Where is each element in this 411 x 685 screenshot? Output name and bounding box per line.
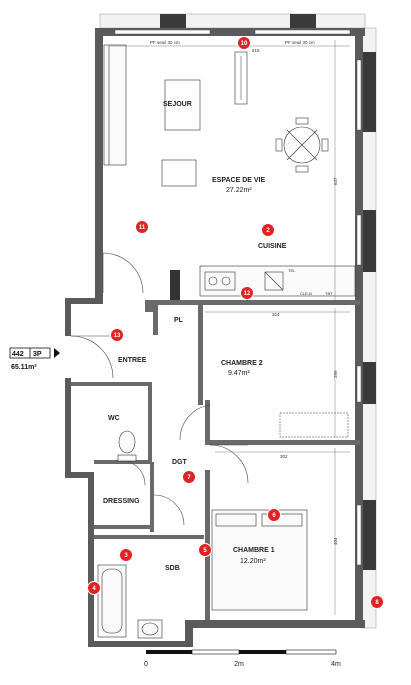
marker-number: 6 xyxy=(272,513,276,519)
kitchen-label-tel: TEL xyxy=(288,268,296,273)
marker-dot[interactable] xyxy=(135,220,149,234)
facade-block xyxy=(362,500,376,570)
markers: 10 11 2 12 13 7 6 3 5 4 8 xyxy=(87,36,384,609)
marker-number: 3 xyxy=(124,553,128,559)
bed-chambre-1 xyxy=(211,509,308,611)
scale-label-2m: 2m xyxy=(234,661,244,668)
room-label-dgt: DGT xyxy=(172,459,188,466)
marker[interactable]: 6 xyxy=(267,508,281,522)
marker-dot[interactable] xyxy=(261,223,275,237)
marker[interactable]: 3 xyxy=(119,548,133,562)
marker-number: 8 xyxy=(375,600,379,606)
room-label-chambre-2: CHAMBRE 2 xyxy=(221,360,263,367)
dining-table xyxy=(275,117,329,173)
marker[interactable]: 12 xyxy=(240,286,254,300)
dimension-mid-lower: 302 xyxy=(280,454,288,459)
wardrobe-chambre-2 xyxy=(279,412,349,438)
marker-dot[interactable] xyxy=(110,328,124,342)
room-label-cuisine: CUISINE xyxy=(258,243,287,250)
marker[interactable]: 4 xyxy=(87,581,101,595)
coffee-table xyxy=(164,79,201,131)
room-label-chambre-1: CHAMBRE 1 xyxy=(233,547,275,554)
room-area-chambre-1: 12.20m² xyxy=(240,558,266,565)
dimension-right-middle: 299 xyxy=(333,370,338,378)
marker-dot[interactable] xyxy=(267,508,281,522)
marker-dot[interactable] xyxy=(87,581,101,595)
marker[interactable]: 5 xyxy=(198,543,212,557)
washbasin xyxy=(137,619,163,639)
marker-number: 7 xyxy=(187,475,191,481)
dimension-top-width: 515 xyxy=(252,48,260,53)
room-label-sejour: SEJOUR xyxy=(163,101,192,108)
room-label-wc: WC xyxy=(108,415,120,422)
room-label-dressing: DRESSING xyxy=(103,498,140,505)
kitchen-label-code: CLE-B xyxy=(300,291,312,296)
window-top-right xyxy=(254,29,351,35)
marker-dot[interactable] xyxy=(370,595,384,609)
dimension-lines xyxy=(110,40,350,615)
facade-block xyxy=(160,14,186,28)
marker-number: 12 xyxy=(244,291,251,297)
marker[interactable]: 2 xyxy=(261,223,275,237)
window-sill-label-right: PF seuil 30 cm xyxy=(285,40,315,45)
marker-number: 2 xyxy=(266,228,270,234)
room-label-espace-de-vie: ESPACE DE VIE xyxy=(212,177,265,184)
room-label-pl: PL xyxy=(174,317,184,324)
marker-dot[interactable] xyxy=(240,286,254,300)
outer-walls xyxy=(65,28,365,647)
top-balcony xyxy=(99,13,366,29)
marker-number: 5 xyxy=(203,548,207,554)
scale-label-0: 0 xyxy=(144,661,148,668)
scale-label-4m: 4m xyxy=(331,661,341,668)
kitchen-label-code2: TBT xyxy=(325,291,333,296)
marker-number: 4 xyxy=(92,586,96,592)
toilet xyxy=(117,430,137,462)
fridge xyxy=(170,270,180,300)
facade-block xyxy=(290,14,316,28)
armchair xyxy=(161,159,197,187)
marker[interactable]: 10 xyxy=(237,36,251,50)
dimension-right-upper: 637 xyxy=(333,177,338,185)
scale-bar: 0 2m 4m xyxy=(144,649,341,668)
room-area-espace-de-vie: 27.22m² xyxy=(226,187,252,194)
bathtub xyxy=(97,564,127,638)
marker-number: 13 xyxy=(114,333,121,339)
window-right-4 xyxy=(356,504,362,566)
marker-number: 11 xyxy=(139,225,146,231)
facade-block xyxy=(362,362,376,404)
marker-dot[interactable] xyxy=(182,470,196,484)
marker-dot[interactable] xyxy=(119,548,133,562)
dimension-mid-upper: 324 xyxy=(272,312,280,317)
window-top-left xyxy=(114,29,211,35)
marker[interactable]: 7 xyxy=(182,470,196,484)
marker-number: 10 xyxy=(241,41,248,47)
window-right-1 xyxy=(356,59,362,131)
window-right-3 xyxy=(356,365,362,403)
window-sill-label-left: PF seuil 30 cm xyxy=(150,40,180,45)
marker[interactable]: 13 xyxy=(110,328,124,342)
kitchen-counter xyxy=(199,265,356,297)
unit-type: 3P xyxy=(33,351,42,358)
unit-id: 442 xyxy=(12,351,24,358)
window-right-2 xyxy=(356,214,362,266)
door-arcs xyxy=(70,252,249,526)
room-label-entree: ENTREE xyxy=(118,357,147,364)
marker-dot[interactable] xyxy=(237,36,251,50)
room-area-chambre-2: 9.47m² xyxy=(228,370,250,377)
facade-block xyxy=(362,52,376,132)
room-label-sdb: SDB xyxy=(165,565,180,572)
tv-unit xyxy=(234,51,248,105)
sofa xyxy=(103,44,127,166)
unit-area: 65.11m² xyxy=(11,364,37,371)
unit-tag: 442 3P 65.11m² xyxy=(9,347,60,371)
marker[interactable]: 8 xyxy=(370,595,384,609)
marker[interactable]: 11 xyxy=(135,220,149,234)
facade-block xyxy=(362,210,376,272)
marker-dot[interactable] xyxy=(198,543,212,557)
dimension-right-lower: 404 xyxy=(333,537,338,545)
